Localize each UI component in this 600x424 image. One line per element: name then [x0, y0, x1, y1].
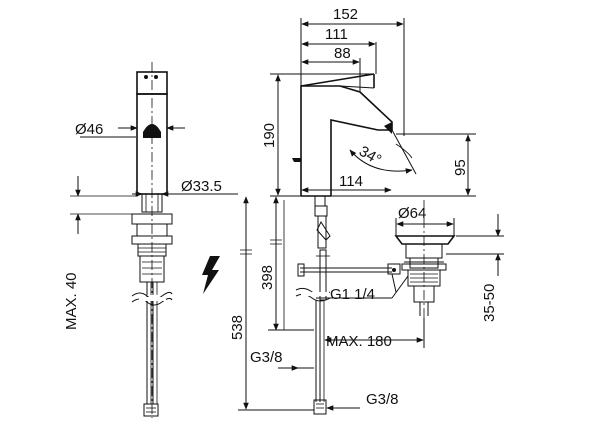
base-diameter-label: Ø33.5	[181, 178, 222, 195]
max-distance-label: MAX. 180	[326, 333, 392, 350]
front-view: Ø46 Ø33.5	[63, 62, 238, 418]
waste-flange	[394, 235, 456, 245]
overall-depth-label: 152	[333, 6, 358, 23]
handle-reach-label: 88	[334, 45, 351, 62]
outlet-height-label: 95	[452, 159, 469, 176]
side-view: 152 111 88 190 34° 95 114	[229, 6, 476, 415]
electrical-flash-icon	[202, 256, 220, 294]
waste-diameter-label: Ø64	[398, 205, 426, 222]
connection-bottom-label: G3/8	[366, 391, 399, 408]
max-deck-thickness-label: MAX. 40	[63, 272, 80, 330]
total-length-label: 538	[229, 315, 246, 340]
outlet-reach-label: 114	[339, 173, 363, 190]
spout-reach-label: 111	[325, 26, 348, 43]
supply-length-label: 398	[259, 265, 276, 290]
spout-angle-label: 34°	[356, 143, 384, 169]
waste-view: Ø64 35-50 G1 1/4 MAX. 180	[316, 200, 504, 350]
connection-left-label: G3/8	[250, 349, 283, 366]
thread-label: G1 1/4	[330, 286, 375, 303]
waste-height-label: 35-50	[481, 284, 498, 322]
height-label: 190	[261, 123, 278, 148]
body-diameter-label: Ø46	[75, 121, 103, 138]
